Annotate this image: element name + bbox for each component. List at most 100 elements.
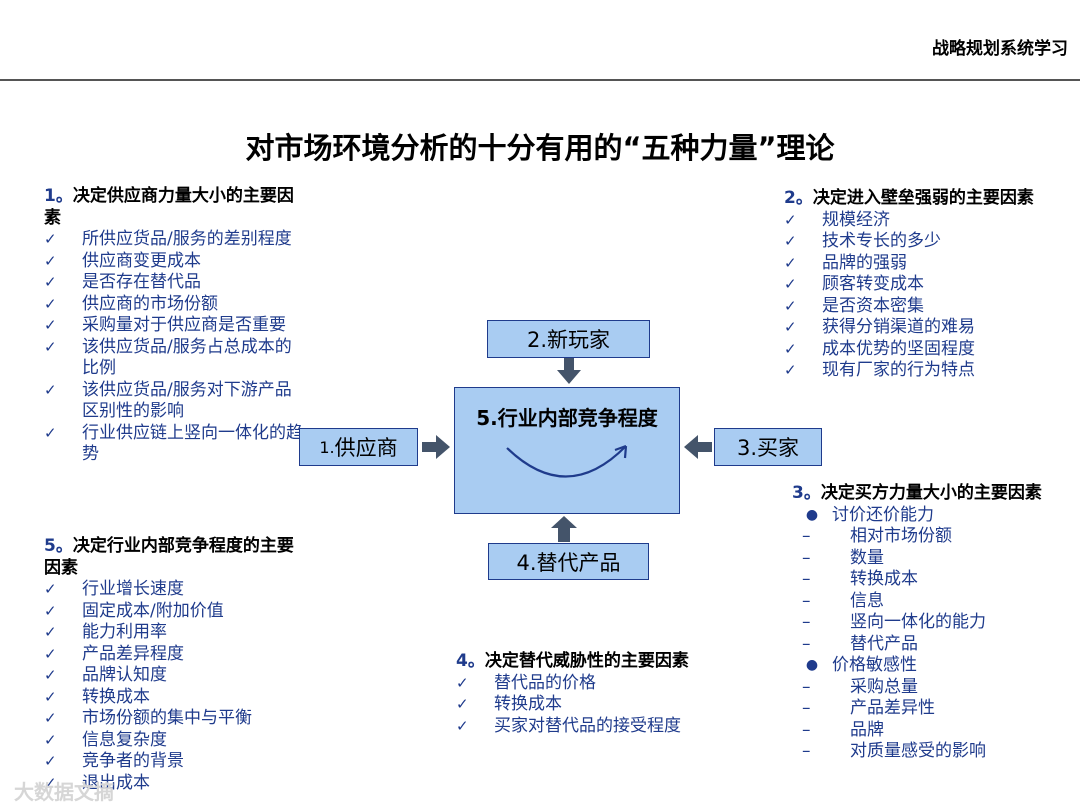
check-icon: ✓: [44, 709, 57, 727]
item-text: 该供应货品/服务对下游产品区别性的影响: [82, 379, 292, 422]
dash-icon: –: [802, 547, 811, 568]
list-item: ✓ 产品差异程度: [44, 644, 306, 666]
check-icon: ✓: [44, 251, 57, 270]
list-item: ✓买家对替代品的接受程度: [456, 716, 756, 738]
bullet-icon: ●: [805, 657, 819, 673]
section-suppliers: 1。决定供应商力量大小的主要因素 ✓所供应货品/服务的差别程度✓供应商变更成本✓…: [44, 186, 306, 466]
check-icon: ✓: [44, 623, 57, 641]
check-icon: ✓: [456, 673, 469, 692]
check-icon: ✓: [784, 361, 797, 379]
list-item: ✓ 行业供应链上竖向一体化的趋势: [44, 423, 306, 466]
section-buyers: 3。决定买方力量大小的主要因素 ●讨价还价能力–相对市场份额–数量–转换成本–信…: [792, 483, 1054, 763]
check-icon: ✓: [784, 253, 797, 272]
check-icon: ✓: [44, 230, 57, 248]
check-icon: ✓: [44, 316, 57, 334]
section-number: 1。: [44, 186, 73, 206]
item-text: 品牌认知度: [82, 665, 167, 685]
item-text: 替代产品: [850, 633, 918, 654]
new-entrants-box: 2.新玩家: [487, 320, 650, 358]
group-label: 价格敏感性: [832, 655, 917, 675]
item-list: ✓所供应货品/服务的差别程度✓供应商变更成本✓是否存在替代品✓供应商的市场份额✓…: [44, 229, 306, 466]
item-text: 竖向一体化的能力: [850, 612, 986, 632]
arrow-down-icon: [557, 358, 581, 384]
rivalry-box: 5.行业内部竞争程度: [454, 387, 680, 514]
rivalry-label: 5.行业内部竞争程度: [476, 406, 658, 430]
sub-item: – 竖向一体化的能力: [792, 612, 1054, 634]
group-heading: ●讨价还价能力: [792, 505, 1054, 527]
group-label: 讨价还价能力: [832, 504, 934, 525]
check-icon: ✓: [44, 423, 57, 442]
list-item: ✓是否存在替代品: [44, 272, 306, 294]
buyers-box: 3.买家: [714, 428, 822, 466]
section-entry-barriers: 2。决定进入壁垒强弱的主要因素 ✓规模经济✓技术专长的多少✓品牌的强弱✓顾客转变…: [784, 188, 1046, 382]
check-icon: ✓: [784, 339, 797, 358]
check-icon: ✓: [784, 296, 797, 315]
section-title: 决定替代威胁性的主要因素: [484, 651, 689, 671]
sub-item: –数量: [792, 548, 1054, 570]
item-text: 成本优势的坚固程度: [822, 338, 975, 359]
sub-item: –采购总量: [792, 677, 1054, 699]
page-title: 对市场环境分析的十分有用的“五种力量”理论: [245, 131, 835, 165]
item-text: 对质量感受的影响: [850, 741, 986, 761]
item-text: 品牌的强弱: [822, 252, 907, 273]
list-item: ✓品牌认知度: [44, 665, 306, 687]
section-title: 决定进入壁垒强弱的主要因素: [812, 188, 1034, 208]
item-text: 技术专长的多少: [822, 231, 941, 251]
section-number: 3。: [792, 483, 821, 503]
item-text: 供应商的市场份额: [82, 293, 218, 314]
sub-item: –转换成本: [792, 569, 1054, 591]
list-item: ✓ 顾客转变成本: [784, 274, 1046, 296]
list-item: ✓规模经济: [784, 210, 1046, 232]
item-text: 转换成本: [850, 569, 918, 589]
list-item: ✓供应商变更成本: [44, 251, 306, 273]
arrow-up-icon: [551, 516, 577, 542]
arrow-right-icon: [422, 435, 450, 459]
list-item: ✓固定成本/附加价值: [44, 601, 306, 623]
check-icon: ✓: [44, 580, 57, 598]
sub-item: – 产品差异性: [792, 698, 1054, 720]
sub-item: –替代产品: [792, 634, 1054, 656]
section-number: 5。: [44, 536, 73, 556]
check-icon: ✓: [44, 380, 57, 399]
item-text: 信息: [850, 590, 884, 611]
item-text: 竞争者的背景: [82, 751, 184, 771]
dash-icon: –: [802, 612, 811, 632]
check-icon: ✓: [784, 232, 797, 250]
sub-item: –信息: [792, 591, 1054, 613]
list-item: ✓转换成本: [44, 687, 306, 709]
check-icon: ✓: [456, 716, 469, 735]
list-item: ✓能力利用率: [44, 622, 306, 644]
item-text: 替代品的价格: [494, 672, 596, 693]
check-icon: ✓: [784, 318, 797, 336]
item-text: 固定成本/附加价值: [82, 600, 224, 621]
dash-icon: –: [802, 698, 811, 718]
check-icon: ✓: [44, 644, 57, 663]
list-item: ✓ 该供应货品/服务对下游产品区别性的影响: [44, 380, 306, 423]
check-icon: ✓: [44, 773, 57, 792]
check-icon: ✓: [44, 730, 57, 749]
item-text: 是否存在替代品: [82, 272, 201, 292]
item-text: 顾客转变成本: [822, 274, 924, 294]
check-icon: ✓: [784, 275, 797, 293]
buyers-label: 3.买家: [736, 436, 800, 460]
item-list: ✓规模经济✓技术专长的多少✓品牌的强弱✓顾客转变成本✓是否资本密集✓获得分销渠道…: [784, 210, 1046, 382]
sub-item: –品牌: [792, 720, 1054, 742]
group-heading: ● 价格敏感性: [792, 655, 1054, 677]
section-number: 4。: [456, 651, 485, 671]
list-item: ✓ 信息复杂度: [44, 730, 306, 752]
item-text: 行业供应链上竖向一体化的趋势: [82, 422, 303, 465]
list-item: ✓竞争者的背景: [44, 751, 306, 773]
item-text: 采购量对于供应商是否重要: [82, 315, 286, 335]
item-list: ✓行业增长速度✓固定成本/附加价值✓能力利用率✓产品差异程度✓品牌认知度✓转换成…: [44, 579, 306, 794]
item-text: 信息复杂度: [82, 729, 167, 750]
header-divider: [0, 79, 1080, 81]
item-text: 产品差异程度: [82, 643, 184, 664]
section-title: 决定供应商力量大小的主要因素: [44, 186, 294, 228]
suppliers-box: 1.供应商: [299, 428, 418, 466]
item-text: 产品差异性: [850, 698, 935, 718]
check-icon: ✓: [44, 687, 57, 706]
list-item: ✓退出成本: [44, 773, 306, 795]
sub-item: –相对市场份额: [792, 526, 1054, 548]
list-item: ✓该供应货品/服务占总成本的比例: [44, 337, 306, 380]
section-title: 决定行业内部竞争程度的主要因素: [44, 536, 294, 578]
